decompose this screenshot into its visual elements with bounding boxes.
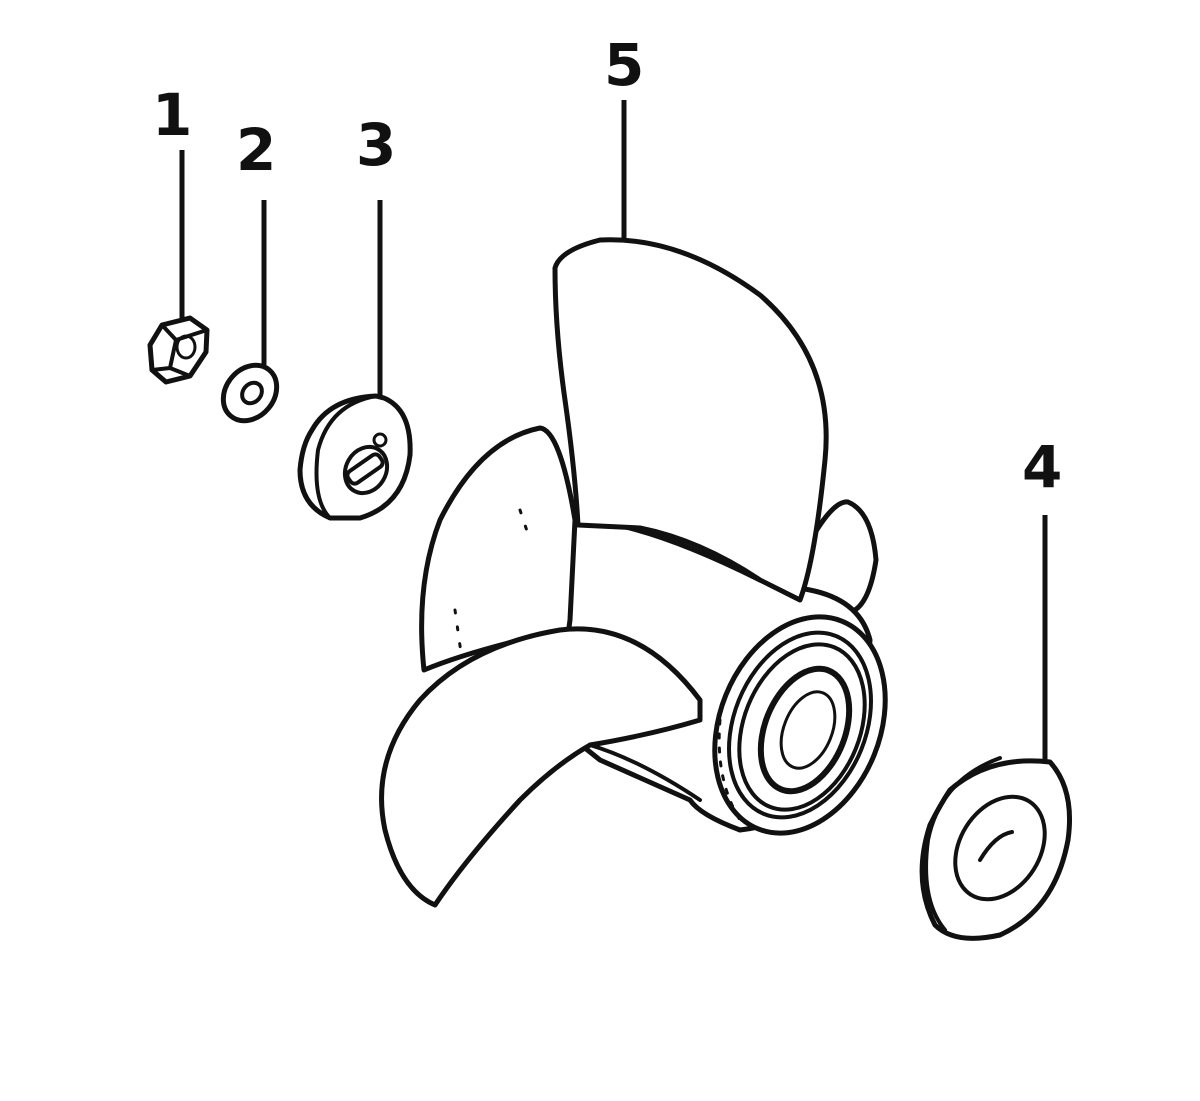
callout-label-3: 3 — [356, 111, 396, 179]
thrust-hub-part — [297, 393, 413, 521]
callout-label-2: 2 — [236, 116, 276, 184]
callout-5: 5 — [604, 31, 644, 238]
callout-label-4: 4 — [1022, 433, 1062, 501]
callout-2: 2 — [236, 116, 276, 365]
nut-part — [147, 315, 210, 385]
propeller-part — [379, 237, 888, 908]
thrust-washer-part — [919, 756, 1073, 941]
callout-label-5: 5 — [604, 31, 644, 99]
washer-part — [220, 362, 280, 424]
callout-1: 1 — [152, 81, 192, 318]
callout-label-1: 1 — [152, 81, 192, 149]
callout-4: 4 — [1022, 433, 1062, 760]
callout-3: 3 — [356, 111, 396, 398]
